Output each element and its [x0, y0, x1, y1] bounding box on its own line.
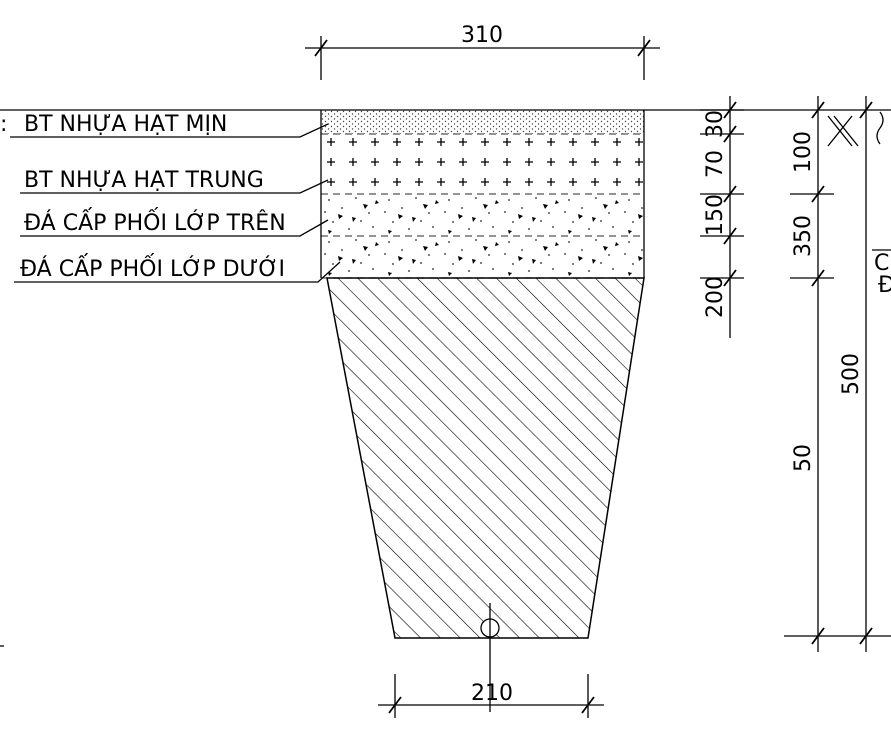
- layer-label-lower-base: ĐÁ CẤP PHỐI LỚP DƯỚI: [20, 253, 285, 282]
- dim-right-d: 50: [791, 444, 816, 472]
- dim-layer-fine: 30: [703, 110, 728, 138]
- layer-lower-base: [321, 236, 644, 278]
- dim-top-width-text: 310: [461, 23, 503, 48]
- pavement-structure: [320, 110, 645, 712]
- dimension-layer-chain: 30 70 150 200: [700, 96, 744, 338]
- layer-labels: BT NHỰA HẠT MỊN BT NHỰA HẠT TRUNG ĐÁ CẤP…: [20, 112, 286, 282]
- dimension-top-width: 310: [305, 23, 660, 80]
- dim-right-b: 350: [791, 215, 816, 257]
- trench-backfill: [326, 277, 645, 639]
- dim-layer-lower-base: 200: [703, 276, 728, 318]
- dimension-right-chain: 100 350 50 500 C Đ: [784, 96, 891, 652]
- layer-label-medium: BT NHỰA HẠT TRUNG: [24, 168, 264, 193]
- layer-leaders: [10, 123, 341, 283]
- layer-label-upper-base: ĐÁ CẤP PHỐI LỚP TRÊN: [24, 207, 286, 236]
- layer-label-fine: BT NHỰA HẠT MỊN: [24, 112, 227, 137]
- dim-layer-upper-base: 150: [703, 194, 728, 236]
- edge-left-mark: :: [0, 112, 7, 137]
- dim-layer-medium: 70: [703, 150, 728, 178]
- layer-fine-asphalt: [321, 110, 644, 134]
- dim-bottom-width-text: 210: [471, 681, 513, 706]
- edge-letter-d: Đ: [878, 273, 891, 298]
- dim-right-c: 500: [839, 353, 864, 395]
- edge-letter-c: C: [874, 251, 889, 276]
- dim-right-a: 100: [791, 131, 816, 173]
- layer-medium-asphalt: [321, 134, 644, 194]
- dimension-bottom-width: 210: [378, 674, 604, 718]
- layer-upper-base: [321, 194, 644, 236]
